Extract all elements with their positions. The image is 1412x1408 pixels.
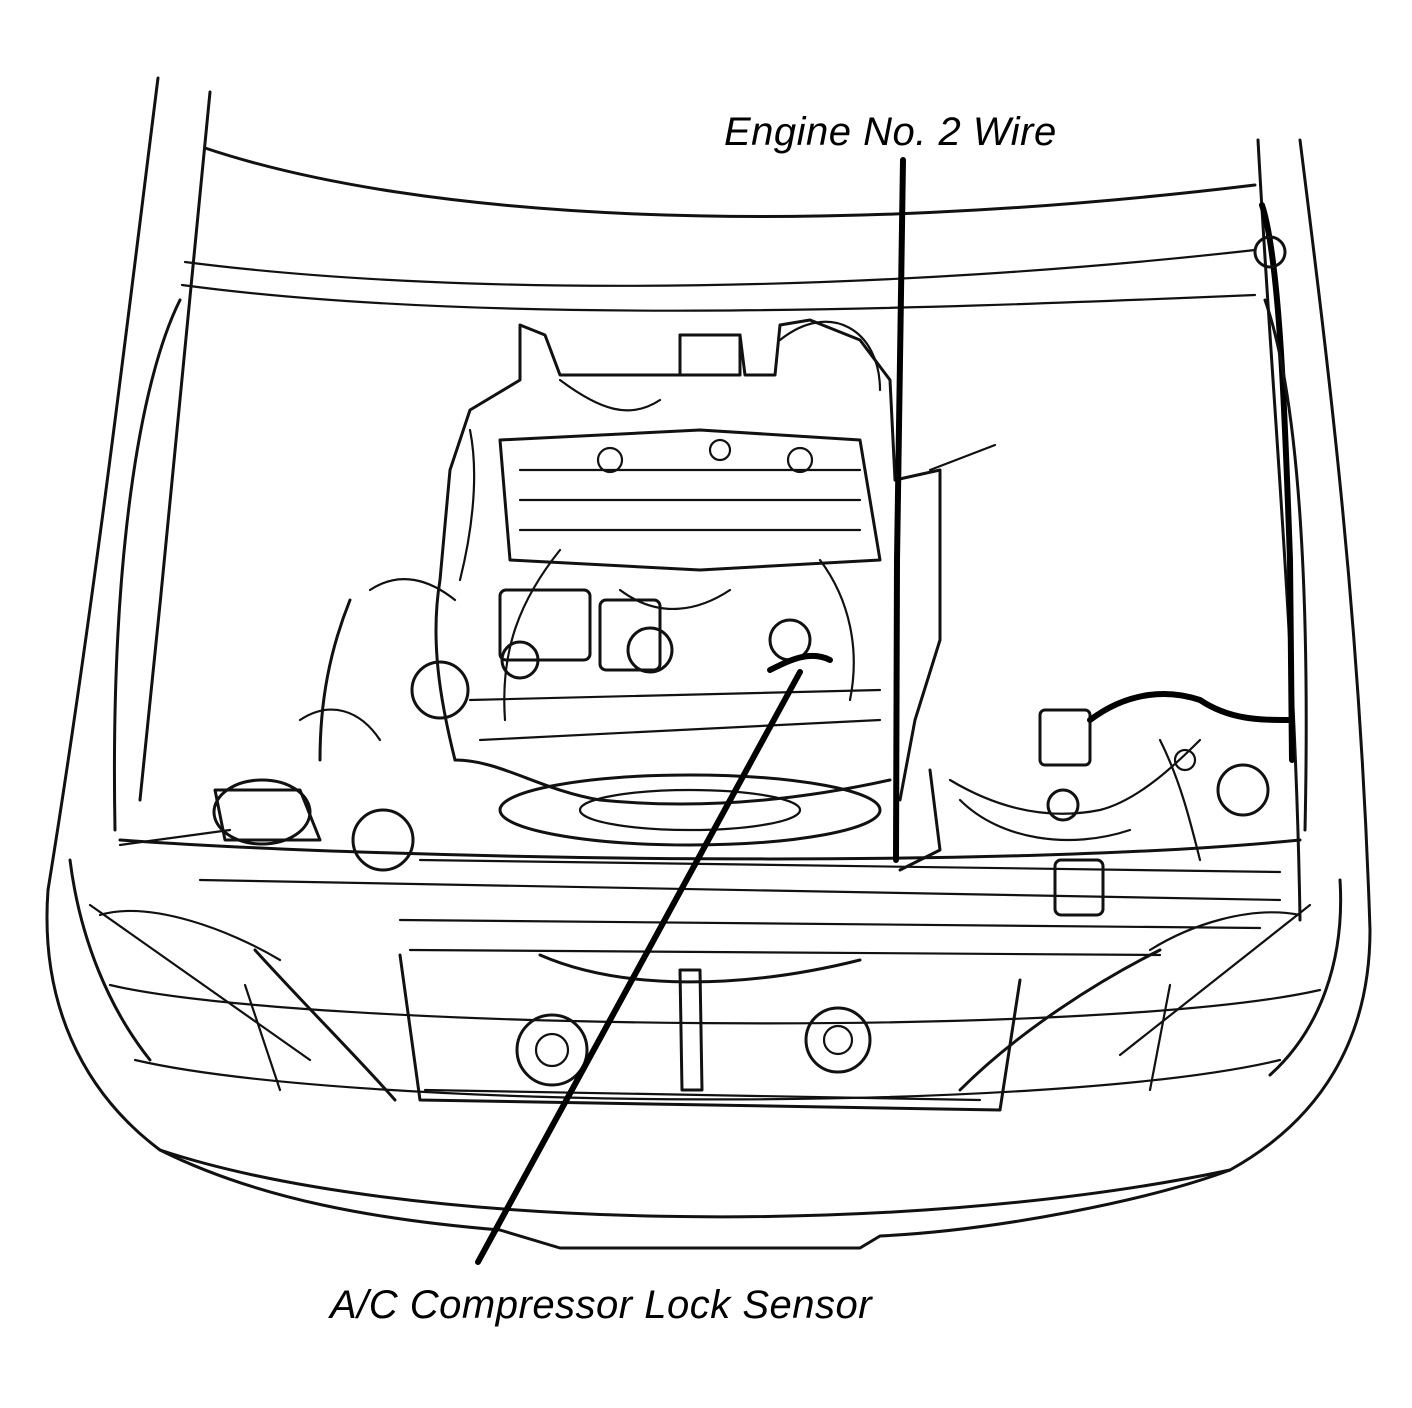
ac-compressor-lock-sensor-label: A/C Compressor Lock Sensor (330, 1283, 873, 1327)
right-components (898, 691, 1293, 872)
hood (46, 76, 1372, 932)
engine-no2-wire-label: Engine No. 2 Wire (724, 110, 1057, 154)
engine (434, 318, 997, 847)
left-components (118, 578, 470, 872)
radiator-support (88, 838, 1312, 1112)
leader-engine-no2-wire (893, 157, 906, 863)
body-outline (45, 298, 1372, 1250)
leader-ac-compressor-lock-sensor (475, 669, 803, 1265)
